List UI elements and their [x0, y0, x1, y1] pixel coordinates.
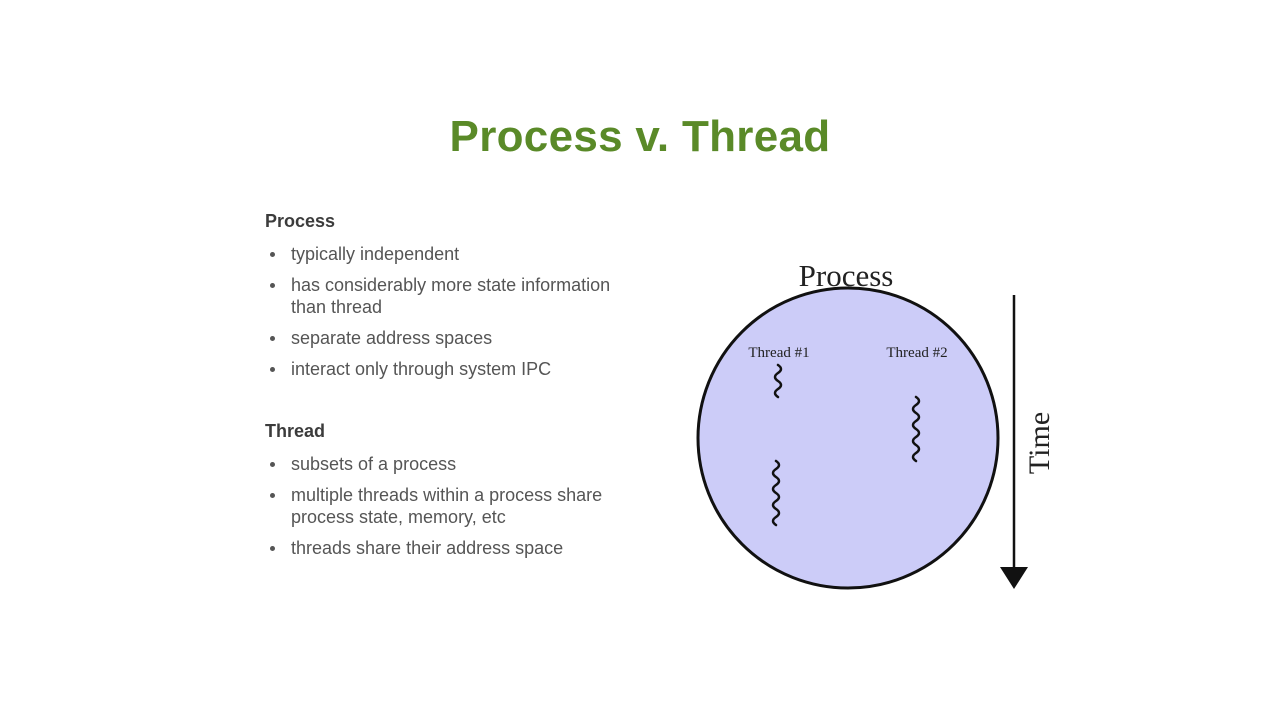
list-item: separate address spaces: [265, 327, 645, 349]
bullet-text: subsets of a process: [291, 454, 457, 474]
bullet-text: separate address spaces: [291, 328, 493, 348]
bullet-text: threads share their address space: [291, 538, 564, 558]
bullet-text: multiple threads within a process share …: [291, 485, 603, 527]
slide-title: Process v. Thread: [449, 112, 831, 161]
bullet-text: has considerably more state information …: [291, 275, 611, 317]
bullet-icon: [270, 493, 275, 498]
process-bullet-list: typically independent has considerably m…: [265, 243, 645, 380]
list-item: has considerably more state information …: [265, 274, 645, 318]
thread-1-squiggle-bottom: [771, 459, 781, 527]
bullet-icon: [270, 462, 275, 467]
thread-2-label: Thread #2: [886, 345, 947, 361]
process-circle: [696, 286, 1000, 590]
thread-section: Thread subsets of a process multiple thr…: [265, 421, 645, 568]
time-label: Time: [1023, 412, 1056, 474]
bullet-icon: [270, 367, 275, 372]
thread-1-squiggle-top: [773, 363, 783, 399]
bullet-icon: [270, 546, 275, 551]
list-item: typically independent: [265, 243, 645, 265]
list-item: threads share their address space: [265, 537, 645, 559]
bullet-icon: [270, 283, 275, 288]
thread-heading: Thread: [265, 421, 326, 441]
thread-1-label: Thread #1: [748, 345, 809, 361]
bullet-text: typically independent: [291, 244, 460, 264]
bullet-text: interact only through system IPC: [291, 359, 552, 379]
list-item: multiple threads within a process share …: [265, 484, 645, 528]
list-item: subsets of a process: [265, 453, 645, 475]
bullet-icon: [270, 336, 275, 341]
process-heading: Process: [265, 211, 336, 231]
list-item: interact only through system IPC: [265, 358, 645, 380]
thread-2-squiggle: [911, 395, 921, 463]
process-section: Process typically independent has consid…: [265, 211, 645, 389]
bullet-icon: [270, 252, 275, 257]
thread-bullet-list: subsets of a process multiple threads wi…: [265, 453, 645, 559]
time-arrow-head: [1000, 567, 1028, 589]
